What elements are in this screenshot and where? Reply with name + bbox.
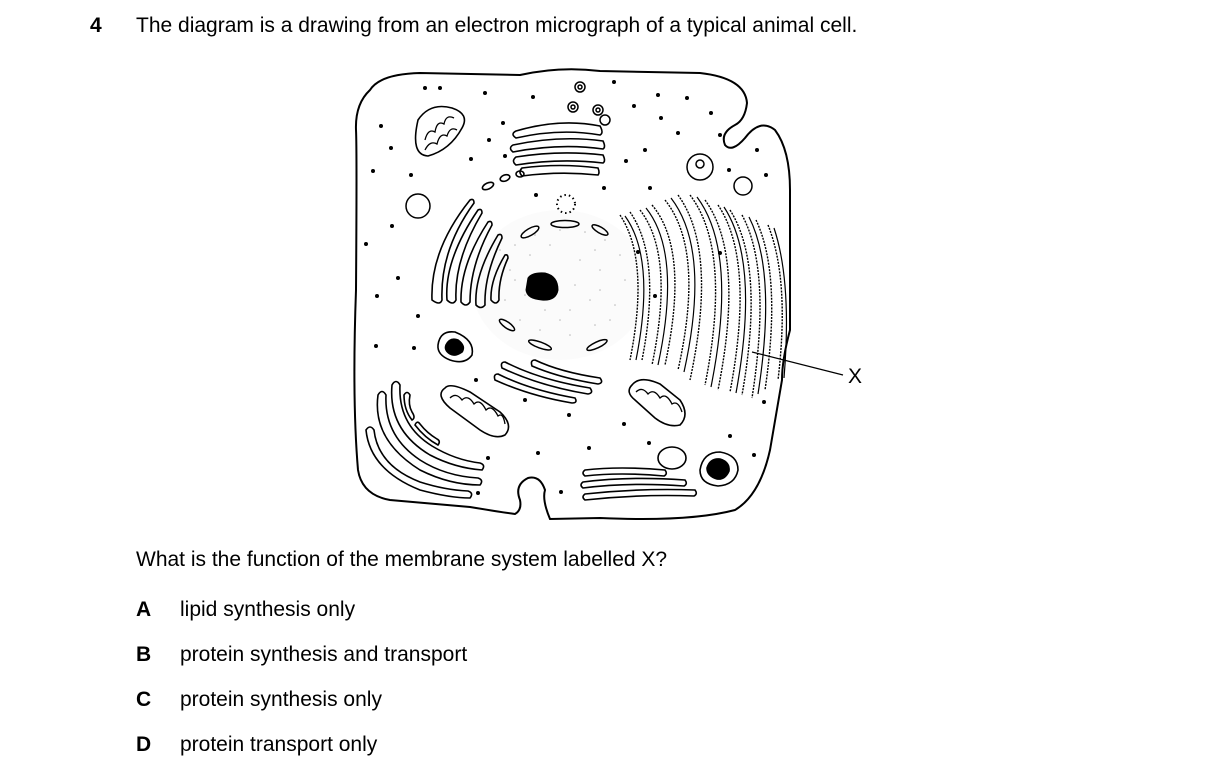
smooth-er-centre bbox=[493, 359, 603, 404]
option-text: protein synthesis and transport bbox=[180, 643, 468, 666]
smooth-er-bottom-right bbox=[580, 467, 698, 501]
lysosome-right bbox=[699, 451, 739, 487]
nucleolus bbox=[525, 272, 559, 301]
label-x: X bbox=[848, 365, 862, 388]
mitochondrion-bottom-middle bbox=[628, 378, 686, 427]
rough-er-x bbox=[619, 194, 783, 399]
option-letter: B bbox=[136, 643, 152, 666]
label-x-leader bbox=[751, 351, 844, 376]
lysosome-left bbox=[437, 330, 474, 363]
option-letter: A bbox=[136, 598, 152, 621]
cytoplasm-ribosomes bbox=[364, 80, 768, 495]
option-letter: C bbox=[136, 688, 152, 711]
nucleus-speckle bbox=[499, 229, 626, 341]
mitochondrion-bottom-left bbox=[440, 384, 510, 438]
option-letter: D bbox=[136, 733, 152, 756]
question-stem: The diagram is a drawing from an electro… bbox=[136, 14, 858, 37]
mitochondrion-top-left bbox=[414, 105, 466, 157]
smooth-er-left bbox=[431, 198, 509, 309]
golgi-body bbox=[481, 122, 606, 191]
option-text: protein transport only bbox=[180, 733, 378, 756]
question-prompt: What is the function of the membrane sys… bbox=[136, 548, 668, 571]
option-text: protein synthesis only bbox=[180, 688, 382, 711]
nucleus bbox=[472, 210, 648, 360]
question-number: 4 bbox=[90, 14, 102, 37]
option-text: lipid synthesis only bbox=[180, 598, 356, 621]
smooth-er-bottom-left bbox=[365, 380, 485, 499]
cell-membrane bbox=[353, 68, 791, 521]
centriole bbox=[556, 194, 576, 214]
